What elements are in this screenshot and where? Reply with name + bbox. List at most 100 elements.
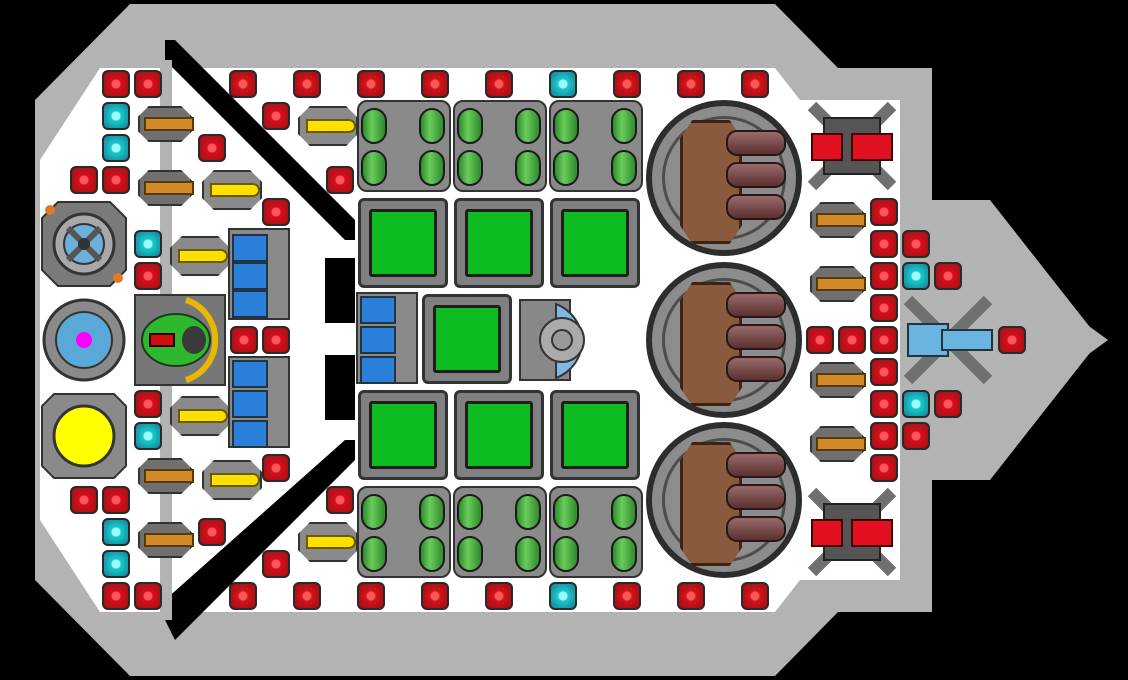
armor-block[interactable] <box>870 454 898 482</box>
autocannon[interactable] <box>806 358 866 398</box>
armor-block[interactable] <box>485 70 513 98</box>
autocannon[interactable] <box>134 454 194 494</box>
armor-block[interactable] <box>613 582 641 610</box>
battery-bank[interactable] <box>357 100 451 192</box>
armor-block[interactable] <box>806 326 834 354</box>
battery-bank[interactable] <box>549 100 643 192</box>
thruster[interactable] <box>806 100 898 192</box>
fuel-tank[interactable] <box>550 198 640 288</box>
armor-block[interactable] <box>934 262 962 290</box>
armor-block[interactable] <box>870 390 898 418</box>
armor-block[interactable] <box>229 70 257 98</box>
missile-launcher[interactable] <box>198 456 262 500</box>
shield-block[interactable] <box>102 134 130 162</box>
autocannon[interactable] <box>134 166 194 206</box>
missile-launcher[interactable] <box>166 392 230 436</box>
shield-block[interactable] <box>102 102 130 130</box>
armor-block[interactable] <box>134 70 162 98</box>
shield-block[interactable] <box>102 518 130 546</box>
armor-block[interactable] <box>870 198 898 226</box>
fuel-tank[interactable] <box>454 198 544 288</box>
hangar-slot[interactable] <box>232 290 268 318</box>
missile-launcher[interactable] <box>294 102 358 146</box>
missile-launcher[interactable] <box>294 518 358 562</box>
autocannon[interactable] <box>134 518 194 558</box>
armor-block[interactable] <box>198 134 226 162</box>
armor-block[interactable] <box>262 326 290 354</box>
armor-block[interactable] <box>134 582 162 610</box>
fuel-tank[interactable] <box>358 198 448 288</box>
armor-block[interactable] <box>102 486 130 514</box>
armor-block[interactable] <box>230 326 258 354</box>
armor-block[interactable] <box>870 262 898 290</box>
shield-block[interactable] <box>902 262 930 290</box>
armor-block[interactable] <box>102 70 130 98</box>
armor-block[interactable] <box>870 230 898 258</box>
armor-block[interactable] <box>262 198 290 226</box>
armor-block[interactable] <box>102 582 130 610</box>
hangar-slot[interactable] <box>232 234 268 262</box>
armor-block[interactable] <box>613 70 641 98</box>
shield-block[interactable] <box>549 582 577 610</box>
thruster[interactable] <box>806 486 898 578</box>
shield-core[interactable] <box>38 294 130 386</box>
armor-block[interactable] <box>902 422 930 450</box>
armor-block[interactable] <box>421 70 449 98</box>
armor-block[interactable] <box>421 582 449 610</box>
ion-cannon[interactable] <box>902 294 994 386</box>
battery-bank[interactable] <box>453 100 547 192</box>
armor-block[interactable] <box>870 326 898 354</box>
autocannon[interactable] <box>134 102 194 142</box>
armor-block[interactable] <box>902 230 930 258</box>
autocannon[interactable] <box>806 262 866 302</box>
hangar-slot[interactable] <box>360 356 396 384</box>
armor-block[interactable] <box>741 70 769 98</box>
autocannon[interactable] <box>806 198 866 238</box>
armor-block[interactable] <box>870 294 898 322</box>
armor-block[interactable] <box>134 262 162 290</box>
hangar-slot[interactable] <box>232 262 268 290</box>
armor-block[interactable] <box>229 582 257 610</box>
shield-block[interactable] <box>134 422 162 450</box>
shield-block[interactable] <box>134 230 162 258</box>
fuel-tank[interactable] <box>358 390 448 480</box>
reactor[interactable] <box>38 198 130 290</box>
armor-block[interactable] <box>70 166 98 194</box>
armor-block[interactable] <box>838 326 866 354</box>
hangar-slot[interactable] <box>232 420 268 448</box>
armor-block[interactable] <box>677 582 705 610</box>
armor-block[interactable] <box>134 390 162 418</box>
armor-block[interactable] <box>262 550 290 578</box>
armor-block[interactable] <box>741 582 769 610</box>
shield-generator[interactable] <box>516 296 608 384</box>
armor-block[interactable] <box>262 454 290 482</box>
fuel-tank[interactable] <box>422 294 512 384</box>
energy-core[interactable] <box>38 390 130 482</box>
shield-block[interactable] <box>549 70 577 98</box>
large-turret[interactable] <box>646 262 802 418</box>
hangar-slot[interactable] <box>360 326 396 354</box>
armor-block[interactable] <box>262 102 290 130</box>
armor-block[interactable] <box>870 422 898 450</box>
large-turret[interactable] <box>646 422 802 578</box>
fuel-tank[interactable] <box>454 390 544 480</box>
missile-launcher[interactable] <box>198 166 262 210</box>
armor-block[interactable] <box>357 582 385 610</box>
armor-block[interactable] <box>102 166 130 194</box>
armor-block[interactable] <box>70 486 98 514</box>
armor-block[interactable] <box>357 70 385 98</box>
command-pod[interactable] <box>134 294 226 386</box>
armor-block[interactable] <box>934 390 962 418</box>
hangar-slot[interactable] <box>232 390 268 418</box>
armor-block[interactable] <box>485 582 513 610</box>
battery-bank[interactable] <box>549 486 643 578</box>
hangar-slot[interactable] <box>360 296 396 324</box>
armor-block[interactable] <box>870 358 898 386</box>
armor-block[interactable] <box>677 70 705 98</box>
battery-bank[interactable] <box>357 486 451 578</box>
battery-bank[interactable] <box>453 486 547 578</box>
armor-block[interactable] <box>293 582 321 610</box>
shield-block[interactable] <box>902 390 930 418</box>
large-turret[interactable] <box>646 100 802 256</box>
